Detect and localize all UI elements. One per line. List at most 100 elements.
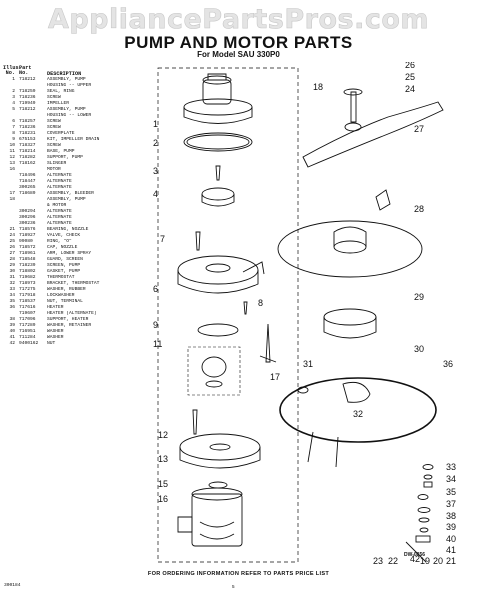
description-cell: SCREEN, PUMP xyxy=(47,263,81,268)
description-cell: SLINGER xyxy=(47,161,67,166)
illus-no-cell: 38 xyxy=(9,317,15,322)
callout-35: 35 xyxy=(446,487,456,497)
illus-no-cell: 30 xyxy=(9,269,15,274)
description-cell: SCREW xyxy=(47,119,61,124)
description-cell: ARM, LOWER SPRAY xyxy=(47,251,92,256)
part-no-cell: 718496 xyxy=(19,173,36,178)
callout-3: 3 xyxy=(153,166,158,176)
description-cell: ASSEMBLY, PUMP xyxy=(47,77,86,82)
description-cell: SCREW xyxy=(47,143,61,148)
lower-housing-drawing xyxy=(177,255,265,294)
description-cell: VALVE, CHECK xyxy=(47,233,81,238)
part-no-cell: 711284 xyxy=(19,335,36,340)
callout-18: 18 xyxy=(313,82,323,92)
illus-no-cell: 5 xyxy=(12,107,15,112)
description-cell: WASHER, RUBBER xyxy=(47,287,86,292)
watermark-logo: AppliancePartsPros.com xyxy=(47,4,430,36)
drawing-number: DW-0856 xyxy=(404,552,426,558)
illus-no-cell: 10 xyxy=(9,143,15,148)
pump-base-outline xyxy=(187,346,241,396)
part-no-cell: 717289 xyxy=(19,323,36,328)
bleeder-drawing xyxy=(259,323,277,363)
illus-no-cell: 42 xyxy=(9,341,15,346)
callout-17: 17 xyxy=(270,372,280,382)
description-cell: CAP, NOZZLE xyxy=(47,245,78,250)
description-cell: WASHER, RETAINER xyxy=(47,323,92,328)
callout-13: 13 xyxy=(158,454,168,464)
model-subtitle: For Model SAU 330P0 xyxy=(197,50,280,59)
description-cell: ASSEMBLY, BLEEDER xyxy=(47,191,94,196)
part-no-cell: 718236 xyxy=(19,125,36,130)
callout-36: 36 xyxy=(443,359,453,369)
part-no-cell: 717616 xyxy=(19,305,36,310)
description-cell: ALTERNATE xyxy=(47,185,72,190)
illus-no-cell: 35 xyxy=(9,299,15,304)
callout-38: 38 xyxy=(446,511,456,521)
description-cell: RING, "O" xyxy=(47,239,72,244)
illus-no-cell: 29 xyxy=(9,263,15,268)
exploded-diagram: 1826252412723428729689301117313632123334… xyxy=(153,62,456,566)
callout-6: 6 xyxy=(153,284,158,294)
screw-drawing xyxy=(215,165,221,181)
illus-no-cell: 9 xyxy=(12,137,15,142)
illus-no-cell: 7 xyxy=(12,125,15,130)
part-no-cell: 718961 xyxy=(19,251,36,256)
illus-no-cell: 17 xyxy=(9,191,15,196)
description-cell: ALTERNATE xyxy=(47,221,72,226)
description-cell: SCREW xyxy=(47,125,61,130)
description-cell: & MOTOR xyxy=(47,203,67,208)
illus-no-cell: 1 xyxy=(12,77,15,82)
callout-4: 4 xyxy=(153,189,158,199)
ordering-footer: FOR ORDERING INFORMATION REFER TO PARTS … xyxy=(147,571,330,577)
part-no-cell: 718802 xyxy=(19,269,36,274)
description-cell: BASE, PUMP xyxy=(47,149,75,154)
table-row: HOUSING -- LOWER xyxy=(3,113,151,119)
part-no-cell: 718548 xyxy=(19,257,36,262)
upper-housing-drawing xyxy=(183,73,253,124)
description-cell: HEATER (ALTERNATE) xyxy=(47,311,97,316)
part-no-cell: 717275 xyxy=(19,287,36,292)
description-cell: BEARING, NOZZLE xyxy=(47,227,89,232)
part-no-cell: 718257 xyxy=(19,119,36,124)
pump-screen-drawing xyxy=(277,220,423,278)
part-no-cell: 718447 xyxy=(19,179,36,184)
callout-21: 21 xyxy=(446,556,456,566)
callout-8: 8 xyxy=(258,298,263,308)
illus-no-cell: 11 xyxy=(9,149,15,154)
description-cell: WASHER xyxy=(47,335,64,340)
description-cell: HEATER xyxy=(47,305,64,310)
callout-1: 1 xyxy=(153,119,158,129)
description-cell: NUT xyxy=(47,341,56,346)
callout-34: 34 xyxy=(446,474,456,484)
coverplate-drawing xyxy=(197,323,239,337)
part-no-cell: 717918 xyxy=(19,293,36,298)
seal-ring-drawing xyxy=(183,132,253,152)
part-no-cell: 300294 xyxy=(19,209,36,214)
illus-no-cell: 12 xyxy=(9,155,15,160)
description-cell: BRACKET, THERMOSTAT xyxy=(47,281,100,286)
part-no-cell: 300296 xyxy=(19,215,36,220)
illus-no-cell: 32 xyxy=(9,281,15,286)
part-no-cell: 718537 xyxy=(19,299,36,304)
illus-no-cell: 3 xyxy=(12,95,15,100)
